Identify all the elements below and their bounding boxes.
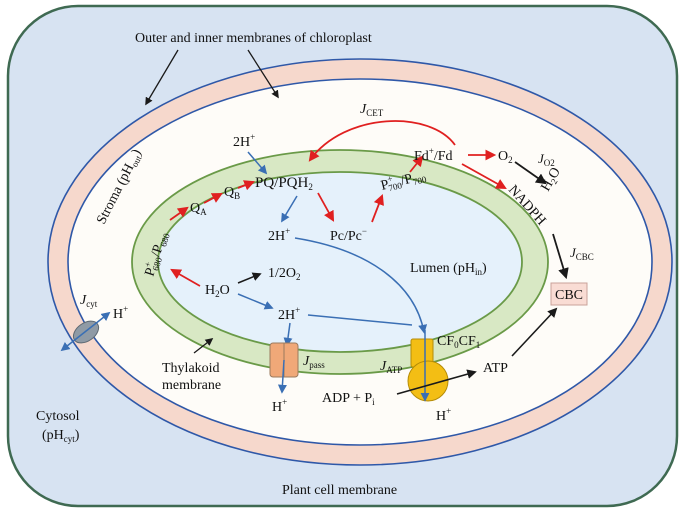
arrow-2h-to-pass	[283, 322, 293, 347]
label-cf0cf1: CF0CF1	[437, 334, 480, 350]
arrow-p700-to-fd	[409, 155, 424, 173]
label-fd: Fd+/Fd	[414, 146, 453, 164]
label-h-cyt: H+	[113, 304, 128, 322]
label-2h-lumen: 2H+	[268, 226, 290, 244]
arrow-h2o-to-p680	[170, 268, 201, 287]
arrow-2h-to-cf	[307, 314, 413, 326]
label-qa: QA	[190, 201, 207, 217]
label-plant-cell-membrane: Plant cell membrane	[282, 483, 397, 498]
label-j-atp: JATP	[380, 359, 402, 375]
label-h-atp: H+	[436, 406, 451, 424]
label-atp: ATP	[483, 361, 508, 376]
label-j-cbc: JCBC	[570, 245, 594, 262]
arrow-cet-loop	[308, 120, 456, 162]
lumen	[157, 171, 523, 353]
label-o2: O2	[498, 149, 513, 165]
arrow-fd-to-nadph	[461, 163, 507, 190]
label-p700: P+700/P700	[379, 165, 428, 195]
arrow-atp-to-cbc	[511, 307, 558, 357]
arrow-lumen-2h-to-cf	[294, 237, 428, 334]
arrow-pc-to-p700	[371, 193, 384, 223]
arrow-to-thylakoid	[193, 338, 214, 354]
label-2h-top: 2H+	[233, 132, 255, 150]
label-cytosol: Cytosol	[36, 409, 80, 424]
label-pq-pqh2: PQ/PQH2	[255, 175, 313, 192]
label-h-pass: H+	[272, 397, 287, 415]
arrow-o2-to-h2o	[514, 161, 547, 185]
label-thylakoid-1: Thylakoid	[162, 361, 220, 376]
arrow-2h-to-pq	[247, 151, 268, 175]
label-j-pass: Jpass	[303, 354, 325, 370]
label-qb: QB	[224, 185, 240, 201]
label-half-o2: 1/2O2	[268, 266, 301, 282]
label-outer-inner-membranes: Outer and inner membranes of chloroplast	[135, 31, 372, 46]
label-adp-pi: ADP + Pi	[322, 391, 375, 407]
arrow-p680-to-qa	[169, 206, 189, 221]
cbc-box	[550, 282, 588, 306]
arrow-qa-to-qb	[203, 192, 223, 204]
arrow-adp-to-atp	[396, 369, 477, 395]
label-thylakoid-2: membrane	[162, 378, 221, 393]
arrow-pq-to-lumen-2h	[281, 195, 298, 223]
arrow-transporter	[60, 311, 111, 352]
label-pc: Pc/Pc−	[330, 226, 367, 244]
label-p680: P+680/P680	[140, 229, 172, 279]
label-lumen: Lumen (pHin)	[410, 261, 487, 277]
arrow-to-inner-membrane	[247, 49, 279, 99]
label-2h-right: 2H+	[278, 305, 300, 323]
arrow-to-outer-membrane	[145, 49, 179, 106]
arrow-pass-to-stroma	[277, 359, 287, 394]
arrow-pq-to-pc	[317, 192, 335, 222]
arrow-qb-to-pq	[237, 180, 256, 191]
arrow-h2o-to-2h	[237, 293, 274, 310]
arrow-h2o-to-o2	[237, 272, 262, 284]
label-j-cyt: Jcyt	[80, 293, 98, 309]
label-j-cet: JCET	[360, 102, 384, 118]
label-h2o-lumen: H2O	[205, 283, 230, 299]
label-cbc: CBC	[555, 288, 583, 303]
label-cytosol-ph: (pHcyt)	[42, 428, 80, 444]
arrow-nadph-to-cbc	[552, 233, 569, 280]
label-j-o2: JO2	[538, 151, 555, 168]
